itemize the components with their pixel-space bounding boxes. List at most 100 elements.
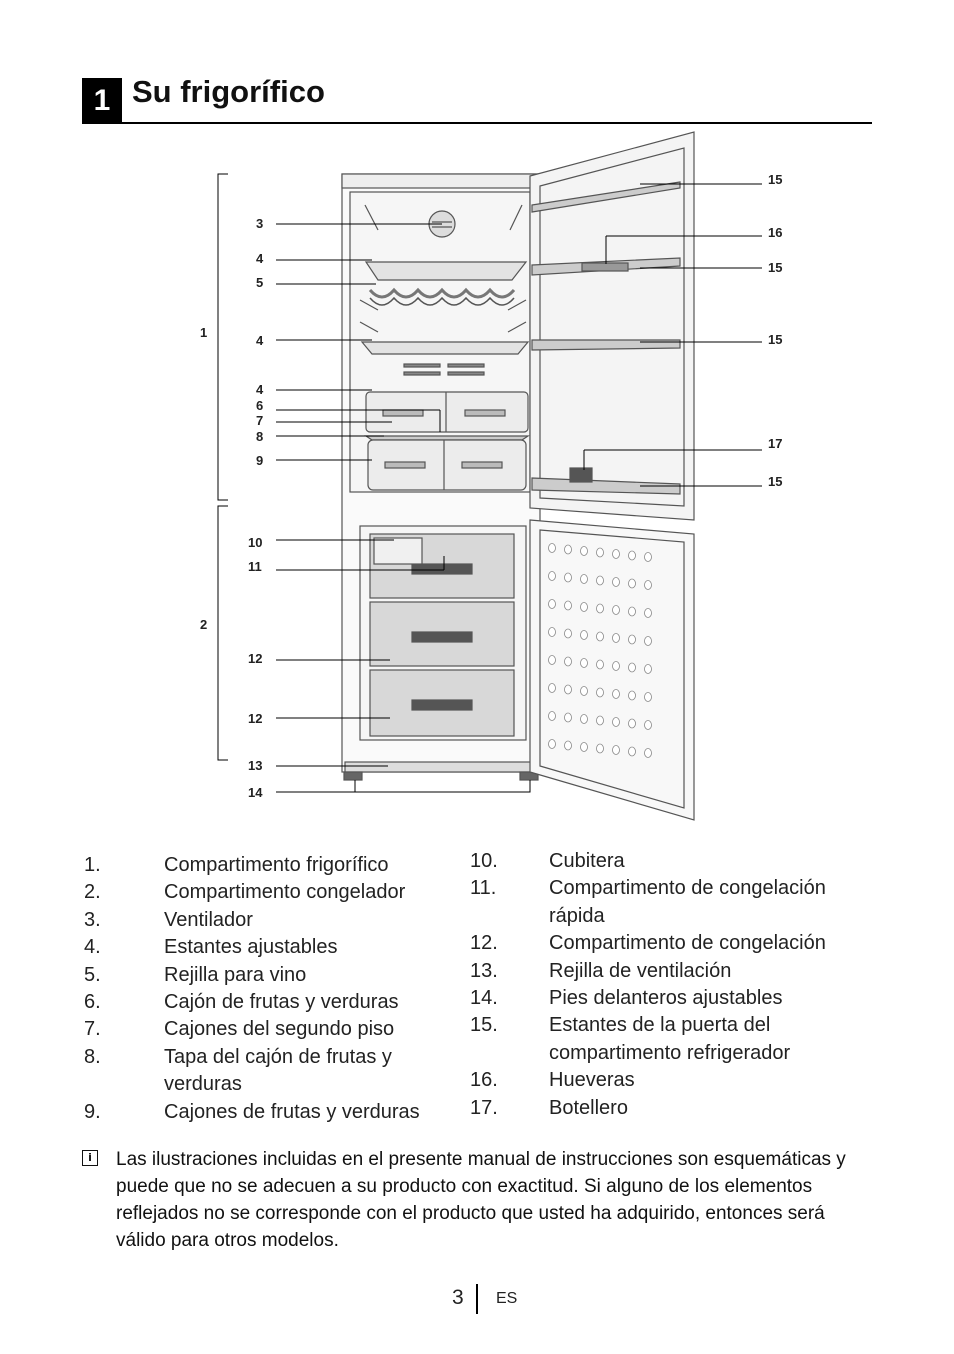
front-foot [343, 771, 363, 781]
door-dimple [612, 549, 620, 559]
door-dimple [580, 714, 588, 724]
door-dimple [596, 631, 604, 642]
door-shelf [531, 477, 681, 495]
callout-label: 4 [256, 382, 264, 397]
callout-label: 16 [768, 225, 782, 240]
door-dimple [644, 692, 652, 702]
legend-item: 12. Compartimento de congelación [470, 930, 870, 957]
door-dimple [580, 602, 588, 612]
legend-item: 2. Compartimento congelador [84, 879, 454, 906]
bottle-holder [569, 467, 593, 483]
door-dimple [564, 544, 572, 555]
callout-label: 15 [768, 172, 782, 187]
callout-label: 2 [200, 617, 207, 632]
door-dimple [580, 686, 588, 696]
door-dimple [628, 690, 636, 701]
legend-text: Tapa del cajón de frutas y verduras [164, 1045, 392, 1096]
fridge-top [341, 173, 541, 189]
door-dimple [612, 605, 620, 615]
door-dimple [596, 687, 604, 698]
callout-label: 1 [200, 325, 207, 340]
door-dimple [548, 711, 556, 721]
callout-label: 9 [256, 453, 263, 468]
door-dimple [564, 600, 572, 611]
door-dimple [548, 739, 556, 749]
door-dimple [596, 603, 604, 614]
legend-item: 10. Cubitera [470, 848, 870, 875]
footer-divider [476, 1284, 478, 1314]
callout-label: 8 [256, 429, 263, 444]
callout-label: 3 [256, 216, 263, 231]
door-dimple [644, 552, 652, 562]
legend-number: 12. [470, 932, 498, 955]
door-dimple [612, 717, 620, 727]
legend-item: 8. Tapa del cajón de frutas y verduras [84, 1044, 454, 1099]
legend-number: 13. [470, 959, 498, 982]
legend-item: 11. Compartimento de congelación rápida [470, 875, 870, 930]
legend-text: Botellero [549, 1096, 628, 1119]
legend-text: Compartimento frigorífico [164, 854, 389, 876]
legend-text: Compartimento de congelación rápida [549, 877, 826, 927]
door-dimple [564, 572, 572, 583]
door-dimple [564, 712, 572, 723]
section-number: 1 [82, 78, 122, 124]
door-dimple [580, 658, 588, 668]
callout-label: 15 [768, 474, 782, 489]
door-dimple [548, 571, 556, 581]
door-dimple [644, 664, 652, 674]
door-dimple [628, 718, 636, 729]
callout-label: 17 [768, 436, 782, 451]
door-dimple [644, 748, 652, 758]
legend-text: Cubitera [549, 850, 625, 872]
legend-text: Cajón de frutas y verduras [164, 991, 399, 1014]
glass-shelf [360, 341, 530, 355]
callout-labels: 1 2 3 4 5 4 4 6 7 8 9 10 11 12 12 13 14 … [200, 172, 782, 800]
legend-number: 8. [84, 1045, 101, 1068]
fridge-door [529, 131, 695, 521]
freezer-door [529, 519, 695, 821]
door-dimple [612, 689, 620, 699]
legend-number: 9. [84, 1100, 101, 1123]
door-dimple [580, 742, 588, 752]
legend-number: 10. [470, 850, 498, 872]
legend-number: 14. [470, 987, 498, 1010]
legend-item: 1. Compartimento frigorífico [84, 852, 454, 879]
callout-label: 11 [248, 559, 262, 574]
wine-rack [368, 287, 516, 299]
legend-number: 17. [470, 1096, 498, 1119]
drawer-top [365, 391, 529, 433]
legend-number: 2. [84, 881, 101, 904]
legend-text: Compartimento de congelación [549, 932, 826, 955]
legend-item: 16. Hueveras [470, 1067, 870, 1094]
legend-item: 14. Pies delanteros ajustables [470, 985, 870, 1012]
door-dimple [628, 550, 636, 561]
legend-text: Pies delanteros ajustables [549, 987, 783, 1010]
legend-text: Estantes de la puerta del compartimento … [549, 1014, 791, 1064]
ice-tray [373, 537, 423, 565]
legend-text: Cajones de frutas y verduras [164, 1100, 420, 1123]
legend-number: 16. [470, 1069, 498, 1092]
legend-text: Hueveras [549, 1069, 635, 1092]
door-dimple [564, 628, 572, 639]
note-text: Las ilustraciones incluidas en el presen… [116, 1149, 846, 1251]
callout-label: 15 [768, 332, 782, 347]
legend-number: 11. [470, 877, 497, 900]
door-dimples [548, 543, 652, 758]
legend-item: 3.Ventilador [84, 907, 454, 934]
legend-number: 1. [84, 854, 101, 876]
door-dimple [596, 659, 604, 670]
legend-item: 13.Rejilla de ventilación [470, 958, 870, 985]
door-dimple [580, 574, 588, 584]
legend-text: Estantes ajustables [164, 936, 338, 959]
legend-item: 7.Cajones del segundo piso [84, 1016, 454, 1043]
door-dimple [612, 661, 620, 671]
callout-label: 4 [256, 251, 264, 266]
legend-text: Compartimento congelador [164, 881, 406, 904]
language-code: ES [496, 1290, 518, 1307]
door-dimple [564, 684, 572, 695]
door-dimple [580, 630, 588, 640]
glass-shelf [364, 261, 528, 281]
egg-tray [581, 262, 629, 272]
callout-label: 7 [256, 413, 263, 428]
door-dimple [596, 547, 604, 558]
